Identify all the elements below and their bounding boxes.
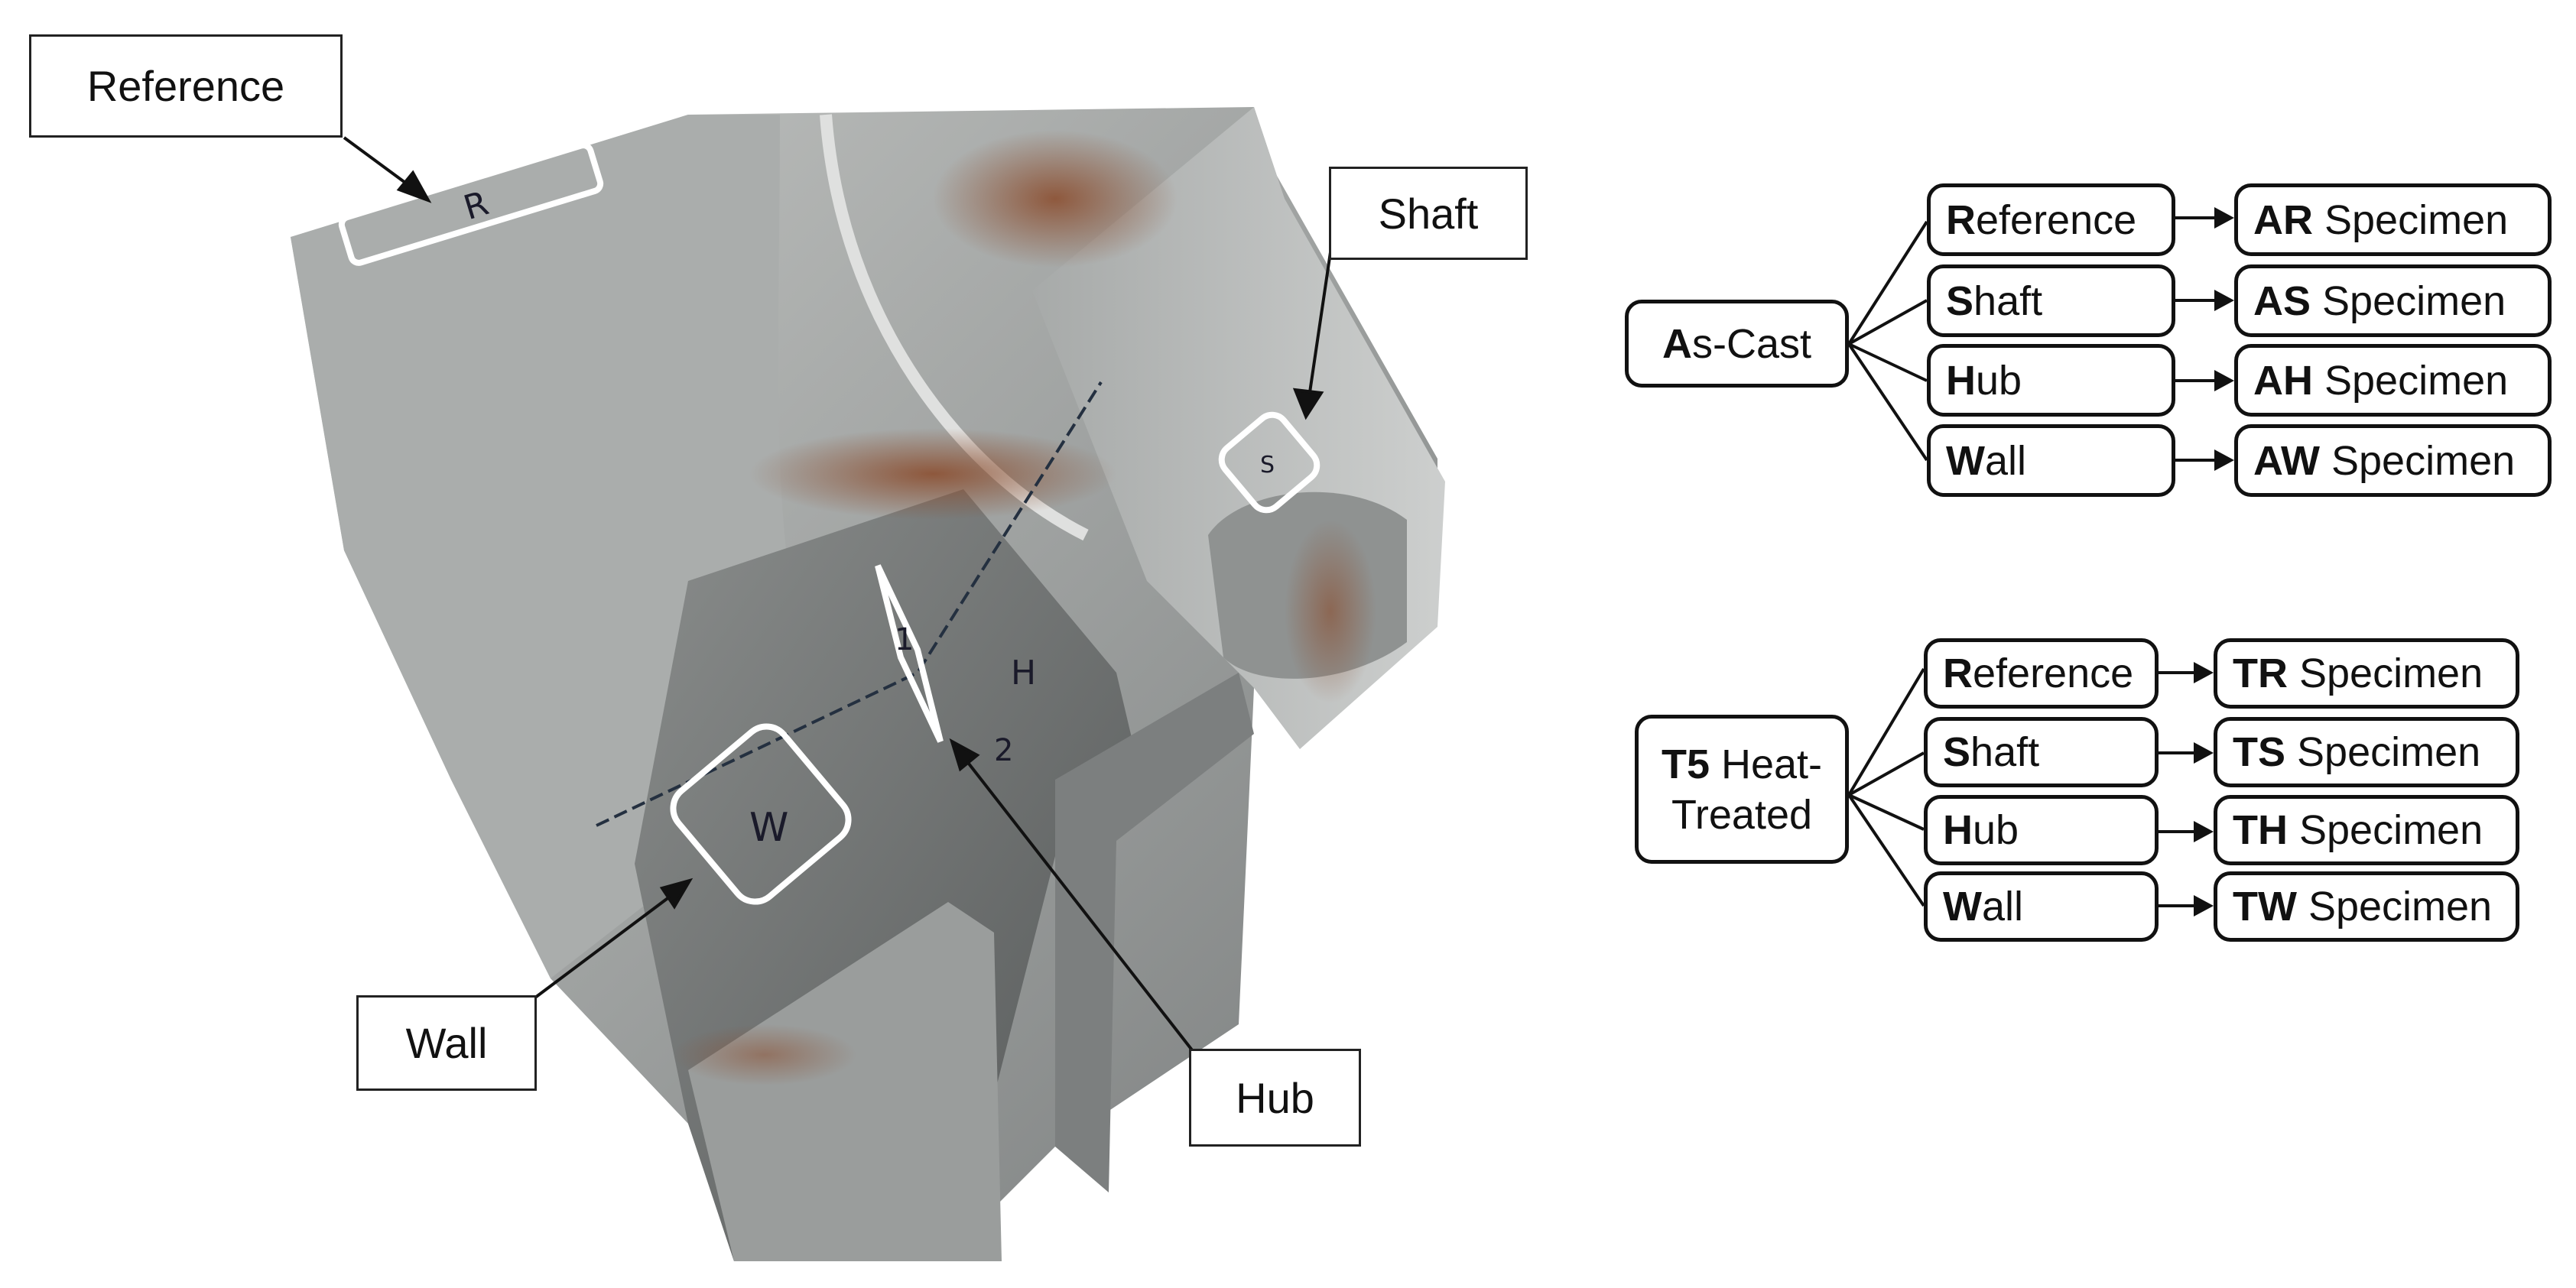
wall-callout: Wall: [356, 995, 537, 1091]
shaft-callout: Shaft: [1329, 167, 1528, 260]
hub-arrowhead: [949, 738, 980, 772]
specimen-aw: AW Specimen: [2234, 424, 2552, 497]
part-web: [1055, 673, 1254, 1192]
part-flange: [688, 902, 1002, 1261]
arrowhead-ts: [2194, 742, 2214, 764]
shaft-mark: S: [1260, 452, 1275, 479]
t5-root: T5 Heat- Treated: [1635, 715, 1849, 864]
specimen-as: AS Specimen: [2234, 264, 2552, 337]
rust-stain: [749, 428, 1116, 520]
shaft-callout-label: Shaft: [1378, 189, 1479, 238]
arrowhead-as: [2214, 290, 2234, 311]
hub-pointer: [962, 755, 1194, 1053]
arrowhead-tw: [2194, 895, 2214, 917]
arrowhead-ah: [2214, 370, 2234, 391]
as-cast-root-label: As-Cast: [1662, 320, 1811, 367]
specimen-ah: AH Specimen: [2234, 344, 2552, 417]
hub-mark: H: [1011, 654, 1036, 693]
t5-branch-reference: [1847, 667, 1925, 796]
t5-branch-wall: [1847, 793, 1925, 907]
t5-branch-hub: [1848, 793, 1925, 831]
specimen-tw: TW Specimen: [2214, 871, 2519, 942]
wall-marker-box: [670, 723, 852, 905]
arrowhead-th: [2194, 821, 2214, 842]
t5-root-label: T5 Heat- Treated: [1661, 741, 1823, 838]
as-cast-branch-shaft: [1848, 299, 1928, 346]
arrowhead-tr: [2194, 662, 2214, 683]
as-cast-root: As-Cast: [1625, 300, 1849, 388]
arrowhead-ar: [2214, 207, 2234, 229]
reference-callout-label: Reference: [86, 62, 285, 110]
scribe-line: [596, 381, 1103, 827]
wall-arrowhead: [659, 878, 694, 910]
shaft-marker-box: [1218, 411, 1320, 514]
rust-stain: [673, 1024, 856, 1085]
hub-callout-label: Hub: [1236, 1073, 1314, 1122]
hub-marker-box: [875, 564, 944, 743]
specimen-tr: TR Specimen: [2214, 638, 2519, 709]
wall-pointer: [534, 893, 674, 999]
as-cast-branch-reference: [1847, 220, 1928, 346]
wall-callout-label: Wall: [405, 1019, 488, 1067]
rust-stain: [933, 130, 1178, 268]
shaft-pointer: [1307, 251, 1332, 398]
reference-callout: Reference: [29, 34, 343, 138]
t5-branch-shaft: [1848, 751, 1925, 796]
reference-marker-box: [338, 142, 604, 266]
specimen-th: TH Specimen: [2214, 795, 2519, 865]
reference-arrowhead: [396, 170, 432, 203]
rust-stain: [1285, 520, 1376, 703]
wall-mark: W: [749, 805, 788, 851]
hub-callout: Hub: [1189, 1049, 1361, 1147]
specimen-ar: AR Specimen: [2234, 183, 2552, 256]
specimen-ts: TS Specimen: [2214, 717, 2519, 787]
shaft-arrowhead: [1292, 388, 1324, 420]
as-cast-branch-wall: [1847, 342, 1928, 462]
number-1-mark: 1: [895, 622, 914, 657]
arrowhead-aw: [2214, 449, 2234, 471]
number-2-mark: 2: [994, 733, 1013, 768]
as-cast-branch-hub: [1848, 342, 1928, 382]
